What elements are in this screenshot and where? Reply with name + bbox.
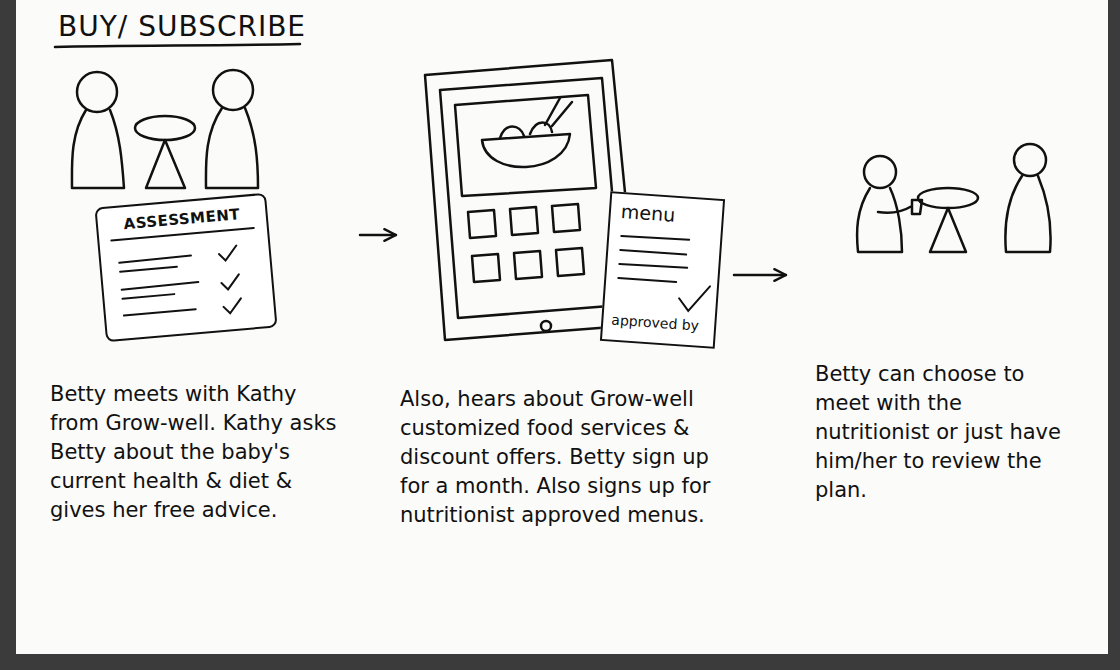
panel-caption: Betty can choose to meet with the nutrit… bbox=[815, 360, 1070, 505]
panel-caption: Betty meets with Kathy from Grow-well. K… bbox=[50, 380, 350, 525]
approval-note: approved by bbox=[611, 312, 700, 334]
form-heading: ASSESSMENT bbox=[97, 203, 266, 236]
paper-sheet bbox=[16, 0, 1108, 654]
meeting-figures bbox=[72, 70, 258, 188]
flow-arrow bbox=[734, 274, 786, 277]
menu-card: menu approved by bbox=[600, 191, 725, 349]
panel-caption: Also, hears about Grow-well customized f… bbox=[400, 385, 720, 530]
title-underline bbox=[55, 44, 300, 47]
assessment-clipboard: ASSESSMENT bbox=[94, 193, 277, 342]
storyboard-panel: Betty meets with Kathy from Grow-well. K… bbox=[50, 60, 356, 540]
flow-arrow bbox=[360, 234, 396, 237]
sheet-title: BUY/ SUBSCRIBE bbox=[58, 10, 306, 43]
storyboard-panel: Betty can choose to meet with the nutrit… bbox=[790, 130, 1080, 511]
storyboard-panel: Also, hears about Grow-well customized f… bbox=[400, 50, 730, 610]
meeting-figures bbox=[857, 144, 1050, 252]
menu-heading: menu bbox=[620, 200, 676, 226]
